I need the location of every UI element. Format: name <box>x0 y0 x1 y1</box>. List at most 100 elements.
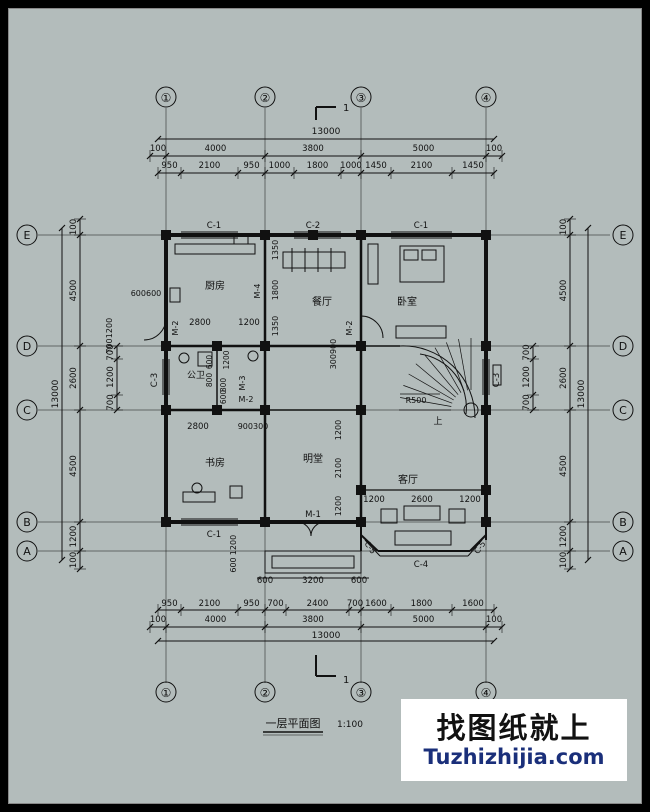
bay-dimension: 100 <box>486 144 502 154</box>
door-tag: M-1 <box>305 510 321 520</box>
brand-name: 找图纸就上 <box>436 711 592 745</box>
grid-bubble-left <box>16 399 38 421</box>
drawing-title: 一层平面图 <box>266 717 321 730</box>
detail-dimension: 2100 <box>411 161 433 171</box>
stair-tread <box>408 373 454 401</box>
side-bay-dimension: 4500 <box>559 455 569 477</box>
stair-tread <box>400 397 452 407</box>
detail-dimension: 2400 <box>307 599 329 609</box>
side-bay-dimension: 100 <box>559 219 569 235</box>
kitchen-stove <box>233 235 249 245</box>
bay-dimension: 3800 <box>302 144 324 154</box>
inner-dimension: 600 <box>219 390 228 405</box>
grid-label-top: ④ <box>481 91 492 105</box>
grid-bubble-bottom <box>254 681 276 703</box>
detail-dimension: 1800 <box>307 161 329 171</box>
inner-dimension: 700 <box>105 338 114 353</box>
side-detail-dimension: 700 <box>106 394 116 410</box>
structural-column <box>308 230 318 240</box>
grid-label-bottom: ④ <box>481 686 492 700</box>
inner-dimension: 2100 <box>334 458 343 478</box>
porch-step-inner <box>271 555 355 569</box>
room-label-kitchen: 厨房 <box>205 279 225 292</box>
structural-column <box>260 230 270 240</box>
side-detail-dimension: 700 <box>522 394 532 410</box>
kitchen-sink <box>169 287 181 303</box>
door-swing <box>360 315 384 339</box>
window-tag: C-3 <box>492 373 502 387</box>
room-label-dining: 餐厅 <box>312 295 332 308</box>
grid-label-top: ③ <box>356 91 367 105</box>
stair-tread <box>446 342 465 392</box>
grid-bubble-right <box>612 335 634 357</box>
grid-label-bottom: ② <box>260 686 271 700</box>
living-chair <box>380 508 398 524</box>
inner-dimension: 1200 <box>363 495 385 505</box>
grid-label-right: E <box>620 229 627 242</box>
stair-inner-arc <box>419 353 467 415</box>
grid-label-top: ② <box>260 91 271 105</box>
side-overall-dimension: 13000 <box>577 379 587 408</box>
grid-label-left: B <box>23 516 31 529</box>
inner-dimension: 600 <box>205 355 214 370</box>
wardrobe-side <box>367 243 379 285</box>
structural-column <box>161 341 171 351</box>
grid-bubble-right <box>612 224 634 246</box>
side-bay-dimension: 2600 <box>559 367 569 389</box>
grid-bubble-left <box>16 540 38 562</box>
structural-column <box>481 485 491 495</box>
grid-label-right: D <box>619 340 627 353</box>
grid-label-right: C <box>619 404 627 417</box>
inner-dimension: 1200 <box>334 420 343 440</box>
inner-dimension: 1350 <box>271 240 280 260</box>
dining-table <box>282 251 346 269</box>
inner-dimension: 300900 <box>329 339 338 370</box>
structural-column <box>212 341 222 351</box>
bay-dimension: 100 <box>486 615 502 625</box>
structural-column <box>161 405 171 415</box>
structural-column <box>356 485 366 495</box>
door-tag: M-2 <box>171 321 180 336</box>
window-tag: C-4 <box>414 560 428 570</box>
dimension-tick <box>154 637 162 645</box>
study-chair <box>191 482 203 494</box>
brand-watermark: 找图纸就上 Tuzhizhijia.com <box>401 699 627 781</box>
grid-bubble-bottom <box>350 681 372 703</box>
bay-dimension: 100 <box>150 144 166 154</box>
study-cabinet <box>229 485 243 499</box>
bay-dimension: 3800 <box>302 615 324 625</box>
structural-column <box>481 517 491 527</box>
side-detail-dimension: 1200 <box>522 366 532 388</box>
dimension-tick <box>58 556 66 564</box>
grid-bubble-left <box>16 335 38 357</box>
window-tag: C-5 <box>362 539 377 555</box>
inner-dimension: 2600 <box>411 495 433 505</box>
bay-dimension: 5000 <box>413 615 435 625</box>
inner-dimension: 1200 <box>105 318 114 338</box>
structural-column <box>260 341 270 351</box>
brand-url: Tuzhizhijia.com <box>423 745 605 769</box>
bay-dimension: 4000 <box>205 144 227 154</box>
entry-door-swing <box>310 521 326 537</box>
stair-outer-arc <box>399 345 476 419</box>
room-label-hall: 明堂 <box>303 453 323 465</box>
dimension-tick <box>490 135 498 143</box>
side-detail-dimension: 700 <box>106 344 116 360</box>
structural-column <box>212 405 222 415</box>
door-tag: M-4 <box>253 284 262 299</box>
entry-door-swing <box>296 521 312 537</box>
grid-bubble-top <box>155 86 177 108</box>
room-label-study: 书房 <box>205 456 225 469</box>
grid-label-left: D <box>23 340 31 353</box>
study-desk <box>182 491 216 503</box>
structural-column <box>161 517 171 527</box>
inner-dimension: 600600 <box>131 289 162 298</box>
inner-dimension: 900300 <box>238 422 269 431</box>
grid-label-right: A <box>619 545 627 558</box>
grid-bubble-right <box>612 511 634 533</box>
structural-column <box>481 230 491 240</box>
inner-dimension: 2800 <box>187 422 209 432</box>
side-bay-dimension: 1200 <box>559 526 569 548</box>
side-bay-dimension: 100 <box>69 552 79 568</box>
